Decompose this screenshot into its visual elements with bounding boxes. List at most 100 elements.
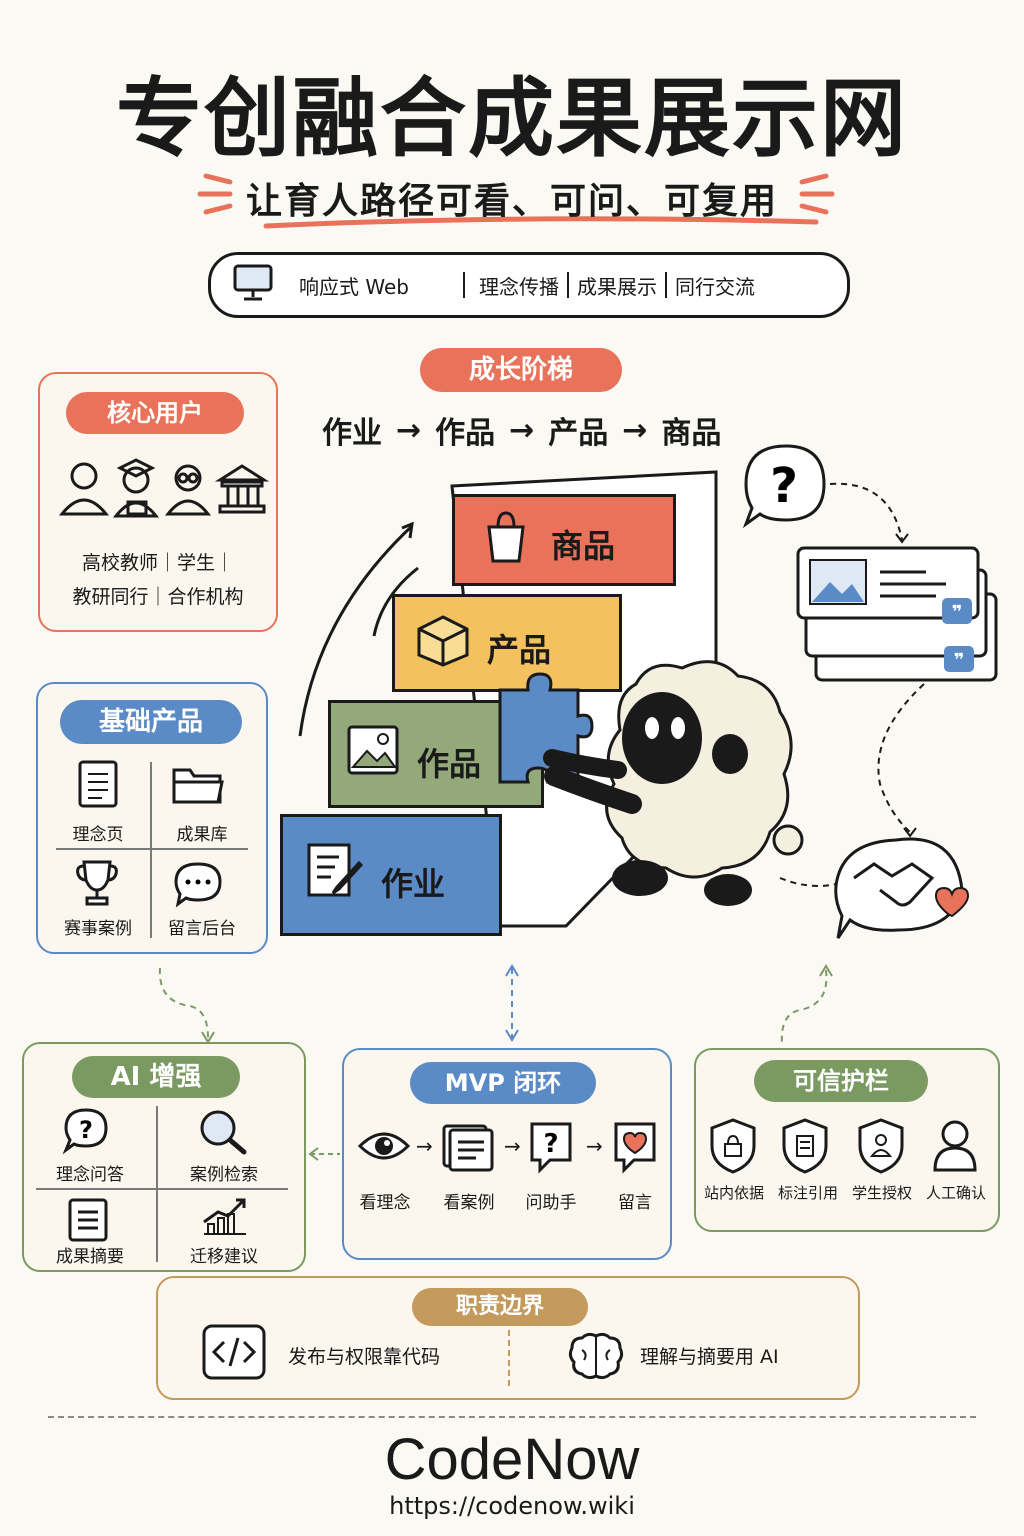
step-homework-label: 作业 <box>381 865 446 903</box>
heart-message-icon <box>612 1122 658 1176</box>
assistant-question-icon: ? <box>528 1122 574 1176</box>
trend-chart-icon <box>200 1196 250 1242</box>
arrow-icon: → <box>622 412 648 448</box>
divider <box>463 272 465 298</box>
growth-path: 作业 → 作品 → 产品 → 商品 <box>322 408 721 452</box>
arrow-icon: → <box>416 1134 433 1158</box>
step-product-label: 产品 <box>487 631 552 669</box>
doc-shield-icon <box>782 1118 828 1178</box>
footer-url[interactable]: https://codenow.wiki <box>389 1492 635 1520</box>
svg-text:❞: ❞ <box>952 602 963 623</box>
guard-item-label: 站内依据 <box>703 1184 764 1202</box>
page-icon <box>78 760 118 812</box>
eye-icon <box>357 1128 411 1168</box>
question-bubble-icon: ? <box>62 1108 108 1156</box>
step-product: 产品 <box>392 594 622 692</box>
guard-item-label: 标注引用 <box>777 1184 838 1202</box>
code-icon <box>202 1324 266 1384</box>
divider <box>665 272 667 298</box>
divider <box>567 272 569 298</box>
feedback-flow: ? ❞ ❞ <box>742 444 998 939</box>
users-line-1: 高校教师｜学生｜ <box>81 552 234 574</box>
folder-icon <box>172 764 224 810</box>
step-homework: 作业 <box>280 814 502 936</box>
person-icon <box>932 1118 978 1178</box>
ai-item-label: 案例检索 <box>190 1165 258 1185</box>
path-item: 作品 <box>435 416 496 451</box>
bar-item: 同行交流 <box>675 274 755 299</box>
duty-ai-label: 理解与摘要用 AI <box>640 1346 779 1368</box>
ai-card: AI 增强 ? 理念问答 案例检索 成果摘要 迁移建议 <box>22 1042 306 1272</box>
base-item-label: 留言后台 <box>168 919 236 939</box>
duty-card: 职责边界 发布与权限靠代码 理解与摘要用 AI <box>156 1276 860 1400</box>
left-arrow-icon <box>308 1147 340 1161</box>
arrow-icon: → <box>509 412 535 448</box>
duty-code-label: 发布与权限靠代码 <box>288 1346 441 1368</box>
users-line-2: 教研同行｜合作机构 <box>72 586 244 608</box>
grid-divider <box>36 1188 288 1190</box>
ai-item-label: 成果摘要 <box>56 1247 124 1267</box>
ai-tag: AI 增强 <box>72 1056 240 1098</box>
box-icon <box>417 615 469 671</box>
document-edit-icon <box>307 843 364 903</box>
guardrail-tag: 可信护栏 <box>754 1060 928 1102</box>
arrow-icon: → <box>396 412 422 448</box>
svg-text:?: ? <box>79 1116 93 1144</box>
svg-text:❞: ❞ <box>954 650 965 671</box>
arrow-icon: → <box>586 1134 603 1158</box>
page-subtitle: 让育人路径可看、可问、可复用 <box>245 181 778 222</box>
duty-divider <box>508 1330 510 1386</box>
footer-divider <box>48 1416 976 1418</box>
brand-logo: CodeNow <box>384 1427 640 1492</box>
svg-text:?: ? <box>770 458 798 514</box>
base-products-tag: 基础产品 <box>60 700 242 744</box>
grid-divider <box>150 762 152 938</box>
step-work-label: 作品 <box>417 745 482 783</box>
step-goods: 商品 <box>452 494 676 586</box>
grid-divider <box>56 848 248 850</box>
base-item-label: 理念页 <box>72 825 124 845</box>
path-item: 商品 <box>661 416 722 451</box>
bar-item: 成果展示 <box>577 274 657 299</box>
brain-icon <box>568 1330 624 1386</box>
core-users-tag: 核心用户 <box>66 392 244 434</box>
feature-bar: 响应式 Web 理念传播 成果展示 同行交流 <box>208 252 850 318</box>
image-icon <box>347 725 399 781</box>
bar-item: 理念传播 <box>479 274 559 299</box>
cases-icon <box>442 1124 494 1176</box>
summary-doc-icon <box>68 1198 108 1246</box>
guard-item-label: 人工确认 <box>925 1184 986 1202</box>
mvp-card: MVP 闭环 → → ? → 看理念 看案例 问助手 留言 <box>342 1048 672 1260</box>
subtitle-decoration <box>197 173 835 229</box>
arrow-icon: → <box>504 1134 521 1158</box>
chat-bubble-icon <box>174 862 222 910</box>
web-label: 响应式 Web <box>299 274 409 299</box>
guard-item-label: 学生授权 <box>851 1184 912 1202</box>
users-icon-group <box>58 458 270 518</box>
ai-item-label: 理念问答 <box>56 1165 124 1185</box>
user-shield-icon <box>858 1118 904 1178</box>
search-icon <box>198 1108 248 1160</box>
sheep-mascot <box>498 660 804 906</box>
base-products-card: 基础产品 理念页 成果库 赛事案例 留言后台 <box>36 682 268 954</box>
core-users-card: 核心用户 高校教师｜学生｜ 教研同行｜合作机构 <box>38 372 278 632</box>
ai-item-label: 迁移建议 <box>190 1247 258 1267</box>
mvp-item-label: 看理念 <box>359 1193 411 1213</box>
page-title: 专创融合成果展示网 <box>116 69 908 169</box>
base-item-label: 赛事案例 <box>64 919 132 939</box>
grid-divider <box>156 1106 158 1262</box>
mvp-tag: MVP 闭环 <box>410 1062 596 1104</box>
guardrail-card: 可信护栏 站内依据 标注引用 学生授权 人工确认 <box>694 1048 1000 1232</box>
svg-text:?: ? <box>543 1129 558 1159</box>
step-goods-label: 商品 <box>551 527 616 565</box>
trophy-icon <box>74 860 120 910</box>
path-item: 作业 <box>322 416 382 451</box>
mvp-item-label: 看案例 <box>443 1193 495 1213</box>
path-item: 产品 <box>548 416 609 451</box>
duty-tag: 职责边界 <box>412 1288 588 1326</box>
shopping-bag-icon <box>485 511 527 567</box>
monitor-icon <box>233 264 273 307</box>
growth-tag: 成长阶梯 <box>420 348 622 392</box>
mvp-item-label: 问助手 <box>525 1193 577 1213</box>
mvp-item-label: 留言 <box>618 1193 652 1213</box>
